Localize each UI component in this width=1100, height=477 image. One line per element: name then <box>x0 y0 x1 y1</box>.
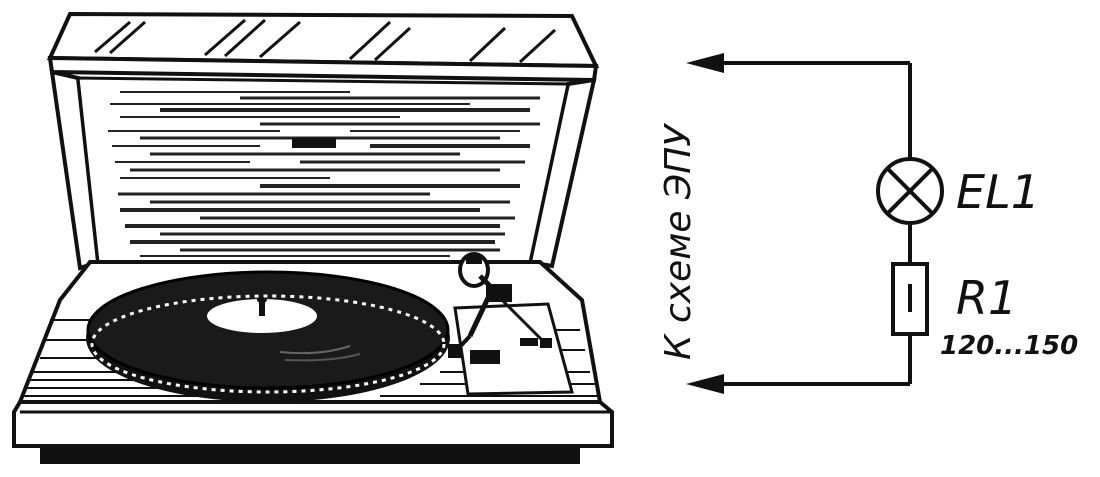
lamp-symbol <box>876 157 944 225</box>
connection-label: К схеме ЭПУ <box>658 123 699 360</box>
resistor-symbol <box>891 262 929 336</box>
lamp-designator: EL1 <box>956 165 1040 219</box>
spindle <box>259 300 265 316</box>
platter <box>86 270 450 402</box>
resistor-designator: R1 <box>956 271 1017 325</box>
turntable-illustration <box>12 11 614 464</box>
bottom-wire-arrow <box>686 374 910 394</box>
tonearm <box>448 252 552 358</box>
lid-emblem <box>292 138 336 148</box>
circuit-diagram: EL1 R1 120...150 К схеме ЭПУ <box>658 53 1078 394</box>
resistor-value: 120...150 <box>940 331 1078 361</box>
top-wire-arrow <box>686 53 910 73</box>
